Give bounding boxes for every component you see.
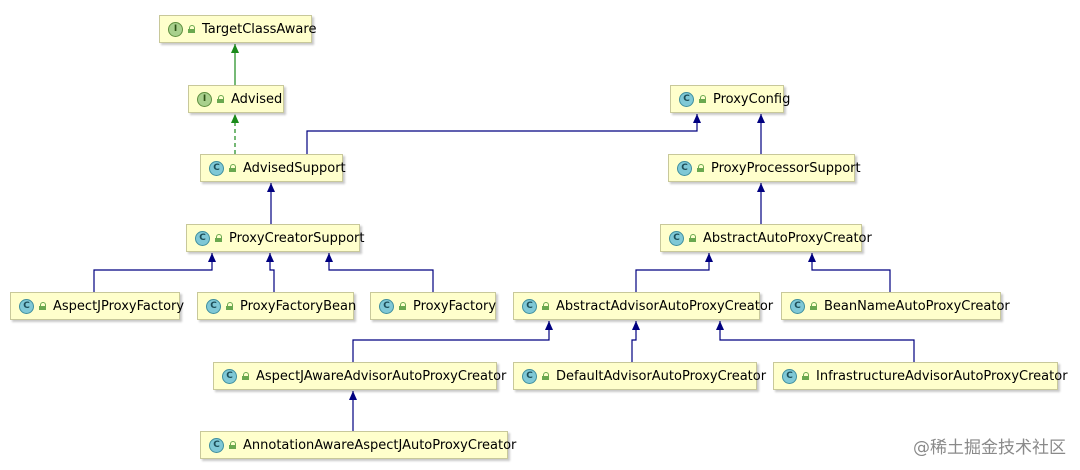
node-annotation-aware-aspect-j-auto-proxy-creator[interactable]: C AnnotationAwareAspectJAutoProxyCreator [200, 431, 516, 459]
node-proxy-config[interactable]: C ProxyConfig [670, 85, 790, 113]
arrowhead [545, 321, 553, 330]
arrowhead [693, 114, 701, 123]
arrowhead [716, 321, 724, 330]
node-proxy-factory-bean[interactable]: C ProxyFactoryBean [197, 292, 357, 320]
node-target-class-aware[interactable]: I TargetClassAware [159, 15, 316, 43]
node-aspect-j-aware-advisor-auto-proxy-creator[interactable]: C AspectJAwareAdvisorAutoProxyCreator [213, 362, 506, 390]
class-icon: C [209, 437, 224, 453]
node-label: AspectJAwareAdvisorAutoProxyCreator [256, 368, 507, 384]
node-advised-support[interactable]: C AdvisedSupport [200, 154, 346, 182]
arrowhead [231, 44, 239, 53]
visibility-lock-icon [802, 372, 810, 380]
arrowhead [808, 253, 816, 262]
node-label: ProxyFactoryBean [240, 298, 357, 314]
interface-icon: I [197, 91, 212, 107]
class-icon: C [209, 160, 224, 176]
visibility-lock-icon [810, 302, 818, 310]
visibility-lock-icon [689, 234, 697, 242]
visibility-lock-icon [229, 164, 237, 172]
node-abstract-auto-proxy-creator[interactable]: C AbstractAutoProxyCreator [660, 224, 872, 252]
edge-abstract-advisor-auto-proxy-creator-to-abstract-auto-proxy-creator [635, 253, 713, 292]
arrowhead [349, 391, 357, 400]
visibility-lock-icon [188, 25, 196, 33]
visibility-lock-icon [399, 302, 407, 310]
edge-bean-name-auto-proxy-creator-to-abstract-auto-proxy-creator [808, 253, 891, 292]
node-label: DefaultAdvisorAutoProxyCreator [556, 368, 767, 384]
visibility-lock-icon [229, 441, 237, 449]
node-default-advisor-auto-proxy-creator[interactable]: C DefaultAdvisorAutoProxyCreator [513, 362, 766, 390]
node-label: ProxyCreatorSupport [229, 230, 365, 246]
arrowhead [632, 321, 640, 330]
edge-proxy-factory-to-proxy-creator-support [325, 253, 434, 292]
arrowhead [705, 253, 713, 262]
node-label: ProxyFactory [413, 298, 497, 314]
arrowhead [757, 114, 765, 123]
node-bean-name-auto-proxy-creator[interactable]: C BeanNameAutoProxyCreator [781, 292, 1010, 320]
arrowhead [325, 253, 333, 262]
edge-default-advisor-auto-proxy-creator-to-abstract-advisor-auto-proxy-creator [631, 321, 640, 362]
node-label: AbstractAdvisorAutoProxyCreator [556, 298, 774, 314]
edge-proxy-processor-support-to-proxy-config [757, 114, 765, 154]
visibility-lock-icon [217, 95, 225, 103]
node-label: Advised [231, 91, 283, 107]
node-infrastructure-advisor-auto-proxy-creator[interactable]: C InfrastructureAdvisorAutoProxyCreator [773, 362, 1068, 390]
class-icon: C [206, 298, 221, 314]
edge-annotation-aware-aspect-j-auto-proxy-creator-to-aspect-j-aware-advisor-auto-proxy-creator [349, 391, 357, 431]
edge-advised-to-target-class-aware [231, 44, 239, 85]
arrowhead [757, 183, 765, 192]
class-icon: C [790, 298, 805, 314]
class-icon: C [669, 230, 684, 246]
node-label: AdvisedSupport [243, 160, 346, 176]
arrowhead [267, 183, 275, 192]
arrowhead [266, 253, 274, 262]
class-icon: C [677, 160, 692, 176]
edge-infrastructure-advisor-auto-proxy-creator-to-abstract-advisor-auto-proxy-creator [716, 321, 915, 362]
class-icon: C [379, 298, 394, 314]
visibility-lock-icon [699, 95, 707, 103]
node-label: TargetClassAware [202, 21, 317, 37]
watermark: @稀土掘金技术社区 [913, 438, 1066, 458]
node-abstract-advisor-auto-proxy-creator[interactable]: C AbstractAdvisorAutoProxyCreator [513, 292, 773, 320]
class-icon: C [195, 230, 210, 246]
node-label: AspectJProxyFactory [53, 298, 185, 314]
class-icon: C [522, 298, 537, 314]
class-icon: C [522, 368, 537, 384]
visibility-lock-icon [242, 372, 250, 380]
node-proxy-creator-support[interactable]: C ProxyCreatorSupport [186, 224, 365, 252]
node-label: AnnotationAwareAspectJAutoProxyCreator [243, 437, 517, 453]
node-advised[interactable]: I Advised [188, 85, 284, 113]
edge-advised-support-to-proxy-config [306, 114, 701, 154]
visibility-lock-icon [226, 302, 234, 310]
edge-advised-support-to-advised [231, 114, 239, 154]
edge-proxy-creator-support-to-advised-support [267, 183, 275, 224]
class-icon: C [222, 368, 237, 384]
arrowhead [208, 253, 216, 262]
visibility-lock-icon [542, 372, 550, 380]
visibility-lock-icon [215, 234, 223, 242]
visibility-lock-icon [39, 302, 47, 310]
edge-aspect-j-aware-advisor-auto-proxy-creator-to-abstract-advisor-auto-proxy-creator [352, 321, 553, 362]
visibility-lock-icon [697, 164, 705, 172]
node-proxy-processor-support[interactable]: C ProxyProcessorSupport [668, 154, 861, 182]
class-icon: C [782, 368, 797, 384]
node-label: ProxyProcessorSupport [711, 160, 861, 176]
edge-abstract-auto-proxy-creator-to-proxy-processor-support [757, 183, 765, 224]
interface-icon: I [168, 21, 183, 37]
class-icon: C [679, 91, 694, 107]
node-label: AbstractAutoProxyCreator [703, 230, 872, 246]
visibility-lock-icon [542, 302, 550, 310]
class-icon: C [19, 298, 34, 314]
node-proxy-factory[interactable]: C ProxyFactory [370, 292, 496, 320]
edge-aspect-j-proxy-factory-to-proxy-creator-support [93, 253, 216, 292]
node-label: BeanNameAutoProxyCreator [824, 298, 1010, 314]
node-label: InfrastructureAdvisorAutoProxyCreator [816, 368, 1068, 384]
node-label: ProxyConfig [713, 91, 791, 107]
node-aspect-j-proxy-factory[interactable]: C AspectJProxyFactory [10, 292, 184, 320]
arrowhead [231, 114, 239, 123]
edge-proxy-factory-bean-to-proxy-creator-support [266, 253, 275, 292]
